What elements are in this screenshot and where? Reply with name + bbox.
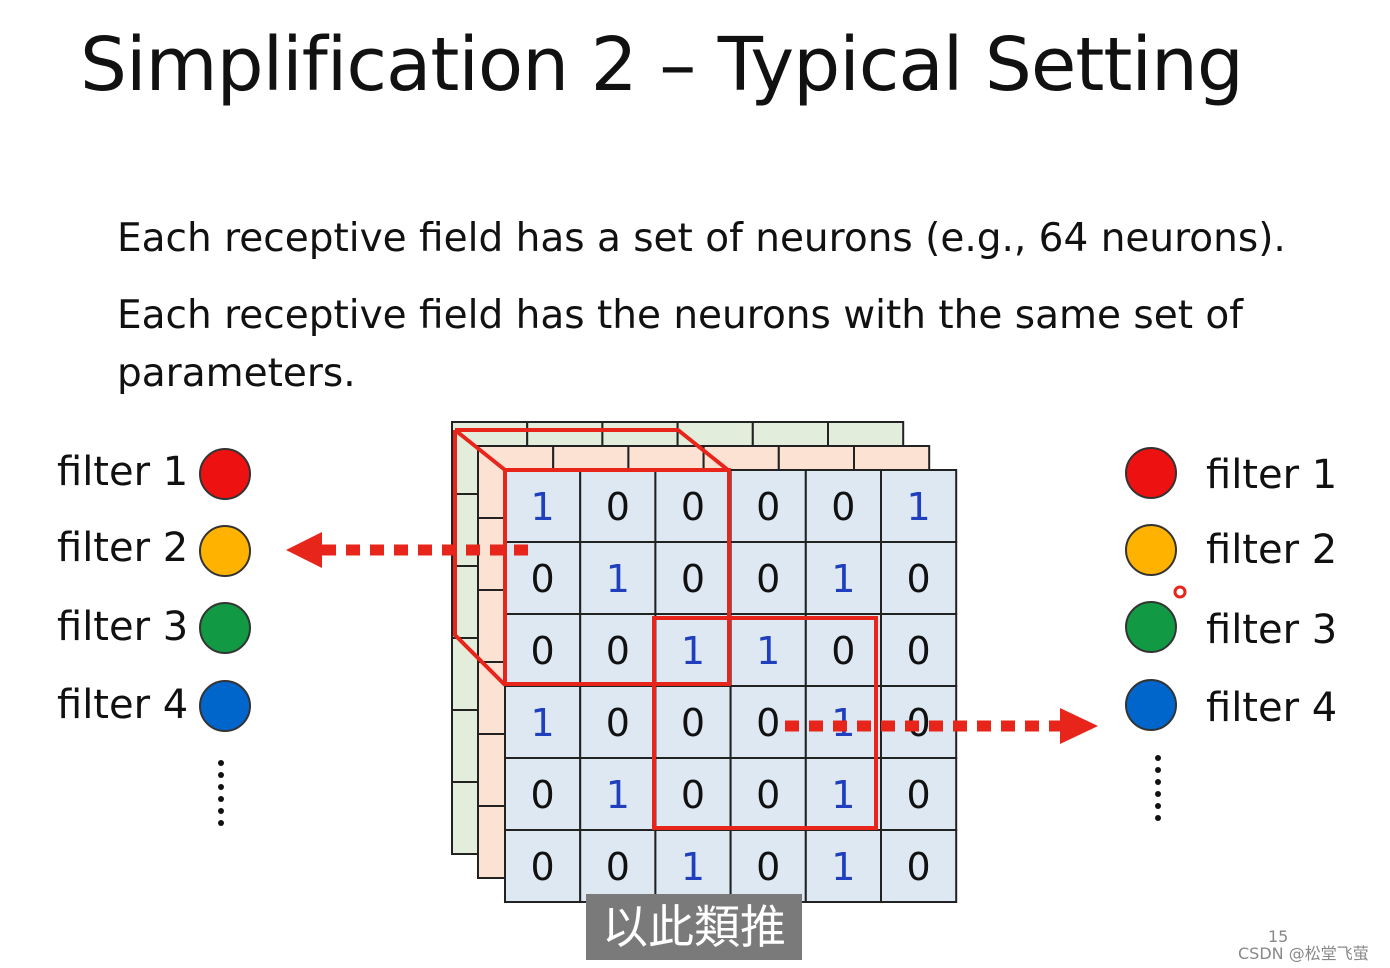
receptive-field-highlights (286, 428, 1098, 830)
pixel-value: 0 (606, 485, 630, 529)
image-grid: 100001010010001100100010010010001010 (504, 469, 958, 903)
page-number: 15 (1268, 927, 1289, 946)
receptive-field-1-front (503, 468, 731, 686)
receptive-field-1-inner-edge (453, 428, 507, 472)
right-filter-1-dot (1125, 447, 1177, 499)
pixel-value: 0 (531, 629, 555, 673)
pixel-value: 0 (606, 629, 630, 673)
receptive-field-1-back-left (453, 430, 507, 687)
image-cell (804, 541, 882, 615)
right-filter-4-label: filter 4 (1206, 685, 1338, 731)
pixel-value: 0 (531, 557, 555, 601)
bullet-line-3-text: parameters. (117, 351, 356, 396)
left-filter-1-label: filter 1 (57, 449, 189, 495)
image-cell (804, 757, 882, 831)
right-filter-2-label: filter 2 (1206, 527, 1338, 573)
image-cell (804, 613, 882, 687)
image-cell (804, 469, 882, 543)
pixel-value: 0 (531, 845, 555, 889)
image-cell (579, 541, 657, 615)
right-filter-1-label: filter 1 (1206, 452, 1338, 498)
pixel-value: 0 (681, 557, 705, 601)
slide-title: Simplification 2 – Typical Setting (80, 22, 1244, 108)
pixel-value: 0 (907, 557, 931, 601)
pixel-value: 1 (831, 773, 855, 817)
left-filter-2-label: filter 2 (57, 525, 189, 571)
pixel-value: 1 (681, 845, 705, 889)
pixel-value: 0 (606, 701, 630, 745)
image-cell (880, 469, 958, 543)
left-arrow-head-icon (286, 532, 322, 568)
pixel-value: 1 (606, 773, 630, 817)
pixel-value: 1 (531, 485, 555, 529)
image-cell (804, 829, 882, 903)
pixel-value: 1 (907, 485, 931, 529)
cursor-marker-icon (1173, 585, 1187, 599)
pixel-value: 1 (681, 629, 705, 673)
right-filter-3-label: filter 3 (1206, 607, 1338, 653)
pixel-value: 1 (756, 629, 780, 673)
image-cell (579, 757, 657, 831)
image-cell (729, 757, 807, 831)
image-cell (654, 757, 732, 831)
right-filter-2-dot (1125, 524, 1177, 576)
pixel-value: 0 (681, 701, 705, 745)
pixel-value: 0 (681, 773, 705, 817)
image-cell (579, 613, 657, 687)
pixel-value: 0 (606, 845, 630, 889)
receptive-field-2-front (652, 616, 878, 830)
pixel-value: 1 (606, 557, 630, 601)
right-filter-4-dot (1125, 679, 1177, 731)
pixel-value: 1 (831, 557, 855, 601)
pixel-value: 1 (831, 845, 855, 889)
bullet-line-2-text: Each receptive field has the neurons wit… (117, 293, 1243, 338)
image-cell (654, 541, 732, 615)
right-filter-3-dot (1125, 601, 1177, 653)
left-ellipsis-icon (218, 760, 224, 826)
image-cell (880, 613, 958, 687)
left-filter-4-label: filter 4 (57, 682, 189, 728)
subtitle-caption: 以此類推 (586, 894, 802, 960)
pixel-value: 0 (531, 773, 555, 817)
image-cell (579, 469, 657, 543)
pixel-value: 0 (756, 773, 780, 817)
image-cell (880, 829, 958, 903)
left-filter-4-dot (199, 680, 251, 732)
pixel-value: 0 (756, 845, 780, 889)
pixel-value: 0 (756, 485, 780, 529)
left-filter-3-dot (199, 602, 251, 654)
left-filter-2-dot (199, 525, 251, 577)
right-arrow-head-icon (1060, 708, 1098, 744)
pixel-value: 0 (831, 485, 855, 529)
bullet-line-1: Each receptive field has a set of neuron… (117, 216, 1286, 261)
image-cell (654, 613, 732, 687)
pixel-value: 0 (907, 845, 931, 889)
image-cell (579, 829, 657, 903)
pixel-value: 0 (756, 701, 780, 745)
image-cell (579, 685, 657, 759)
receptive-field-1-back-top (455, 428, 730, 472)
image-cell (880, 541, 958, 615)
left-filter-1-dot (199, 448, 251, 500)
bullet-line-2: Each receptive field has the neurons wit… (117, 287, 1243, 403)
left-filter-3-label: filter 3 (57, 604, 189, 650)
watermark: CSDN @松堂飞萤 (1238, 944, 1369, 963)
pixel-value: 0 (756, 557, 780, 601)
pixel-value: 0 (907, 773, 931, 817)
pixel-value: 0 (831, 629, 855, 673)
right-ellipsis-icon (1155, 755, 1161, 821)
pixel-value: 0 (907, 629, 931, 673)
pixel-value: 0 (681, 485, 705, 529)
pixel-value: 1 (531, 701, 555, 745)
